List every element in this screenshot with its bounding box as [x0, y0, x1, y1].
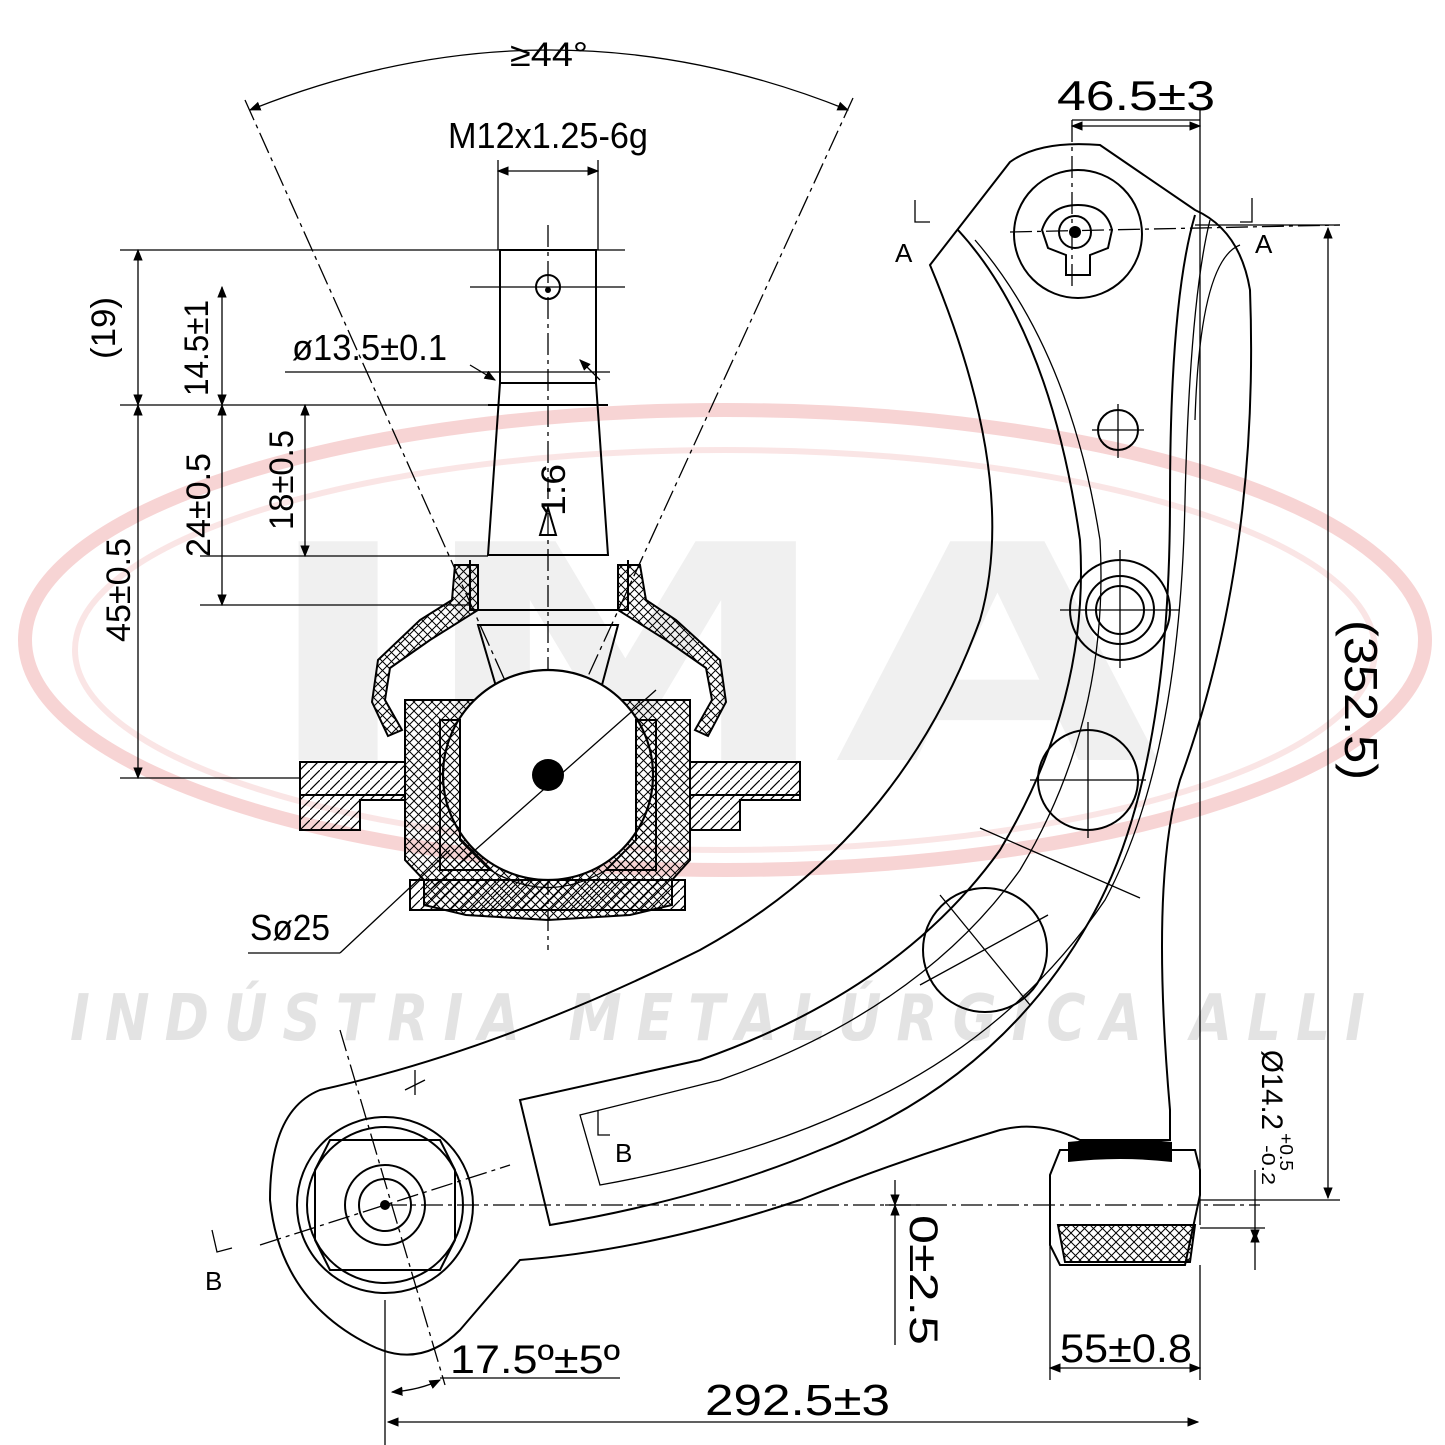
- height-24-label: 24±0.5: [180, 453, 218, 557]
- angle-17-5-label: 17.5º±5º: [450, 1338, 620, 1382]
- ball-joint-angle-label: ≥44°: [510, 36, 588, 74]
- section-a-left-label: A: [895, 238, 913, 268]
- section-a-right-label: A: [1255, 229, 1273, 259]
- watermark: IMA INDÚSTRIA METALÚRGICA ALLI: [18, 403, 1432, 1056]
- control-arm-drawing: A A B B 46.5±3 (352.5) Ø14.2 +0.5 -0.2 0…: [205, 72, 1387, 1445]
- height-19-label: (19): [85, 297, 123, 359]
- height-14-5-label: 14.5±1: [178, 300, 216, 396]
- taper-ratio-label: 1:6: [535, 464, 573, 516]
- length-352-5-label: (352.5): [1335, 620, 1387, 780]
- thread-spec-label: M12x1.25-6g: [448, 115, 648, 156]
- bushing-width-label: 55±0.8: [1060, 1327, 1192, 1371]
- stud-diameter-label: ø13.5±0.1: [292, 327, 447, 368]
- length-292-5-label: 292.5±3: [705, 1376, 890, 1425]
- section-b-left-label: B: [205, 1266, 222, 1296]
- bushing-tol-minus-label: -0.2: [1258, 1145, 1278, 1185]
- watermark-swoosh: [18, 403, 1432, 877]
- height-45-label: 45±0.5: [100, 538, 138, 642]
- height-18-label: 18±0.5: [263, 430, 301, 530]
- ball-joint-drawing: ≥44° M12x1.25-6g 1:6 ø13.5±0.1: [85, 36, 854, 954]
- section-b-mid-label: B: [615, 1138, 632, 1168]
- sphere-diameter-label: Sø25: [250, 907, 330, 948]
- offset-zero-label: 0±2.5: [901, 1215, 945, 1345]
- bushing-tol-plus-label: +0.5: [1276, 1133, 1296, 1171]
- bushing-diameter-label: Ø14.2: [1255, 1050, 1288, 1130]
- watermark-swoosh-inner: [72, 447, 1378, 853]
- offset-46-5-label: 46.5±3: [1057, 72, 1215, 119]
- watermark-company-name: INDÚSTRIA METALÚRGICA ALLI: [70, 980, 1380, 1056]
